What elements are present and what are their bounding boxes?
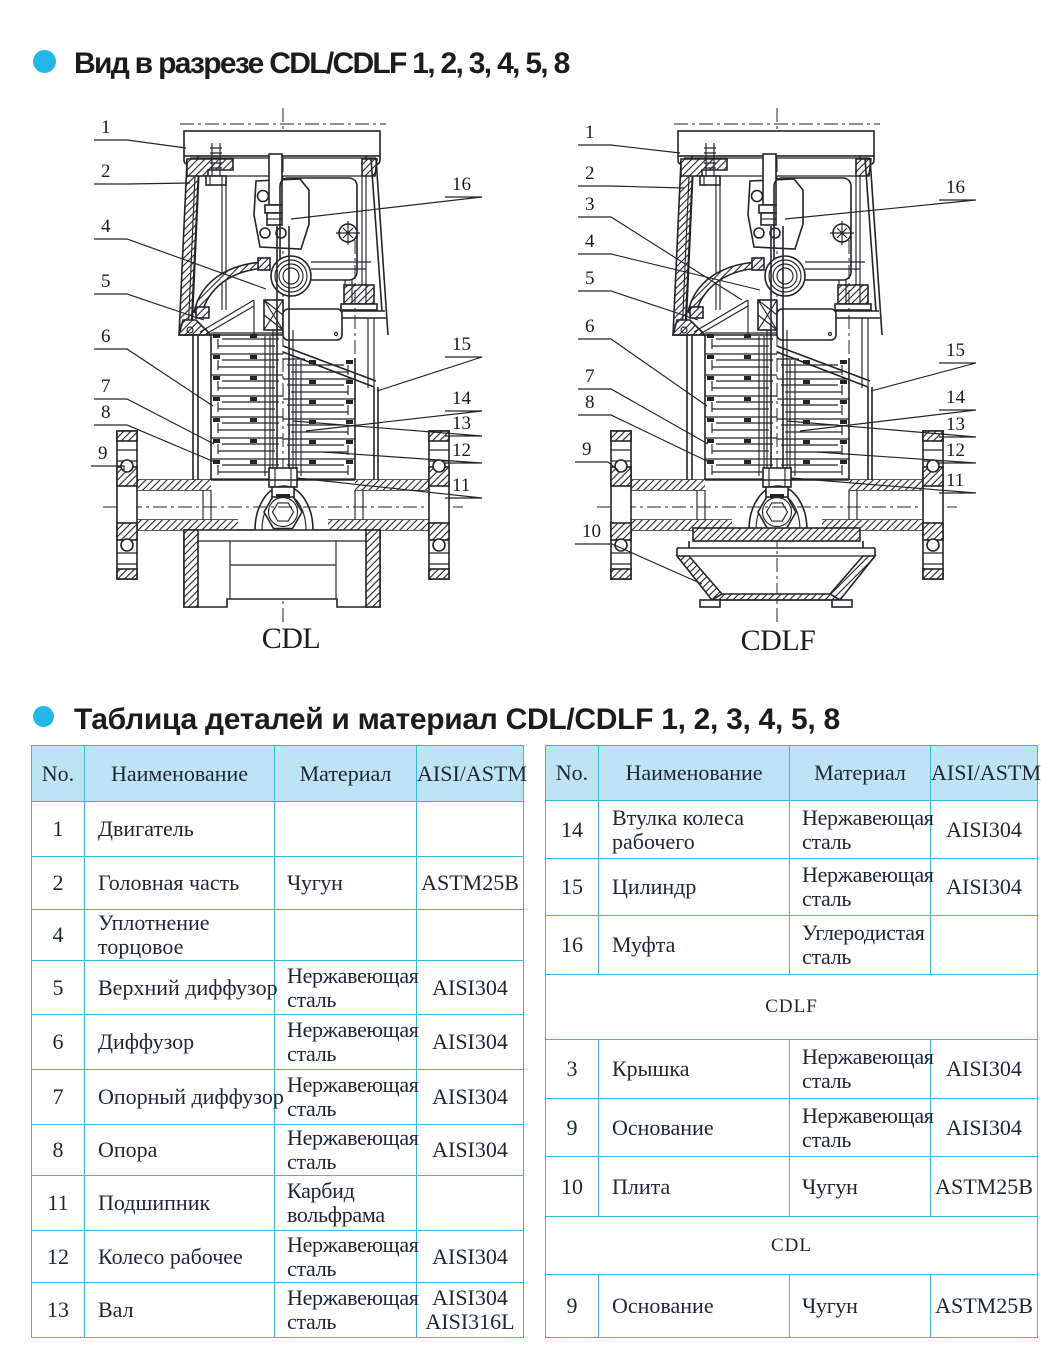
svg-text:8: 8 (101, 402, 111, 423)
svg-text:6: 6 (101, 326, 111, 347)
svg-text:CDL: CDL (262, 622, 321, 655)
svg-text:3: 3 (585, 194, 595, 215)
svg-text:13: 13 (946, 414, 965, 435)
svg-text:5: 5 (585, 268, 595, 289)
svg-text:7: 7 (101, 376, 111, 397)
svg-text:1: 1 (101, 117, 111, 138)
svg-text:1: 1 (585, 122, 595, 143)
svg-text:12: 12 (946, 440, 965, 461)
svg-text:5: 5 (101, 271, 111, 292)
svg-text:12: 12 (452, 440, 471, 461)
svg-text:7: 7 (585, 366, 595, 387)
svg-text:14: 14 (946, 387, 966, 408)
svg-text:9: 9 (582, 439, 592, 460)
svg-text:4: 4 (585, 231, 595, 252)
svg-text:CDLF: CDLF (741, 624, 816, 657)
svg-text:2: 2 (585, 163, 595, 184)
svg-text:11: 11 (946, 470, 964, 491)
svg-text:4: 4 (101, 216, 111, 237)
svg-text:11: 11 (452, 475, 470, 496)
svg-text:6: 6 (585, 316, 595, 337)
svg-text:16: 16 (946, 177, 965, 198)
svg-text:15: 15 (452, 334, 471, 355)
svg-text:16: 16 (452, 174, 471, 195)
svg-text:15: 15 (946, 340, 965, 361)
svg-text:14: 14 (452, 388, 472, 409)
svg-text:2: 2 (101, 161, 111, 182)
svg-text:10: 10 (582, 521, 601, 542)
svg-text:9: 9 (98, 443, 108, 464)
svg-text:8: 8 (585, 392, 595, 413)
svg-text:13: 13 (452, 413, 471, 434)
